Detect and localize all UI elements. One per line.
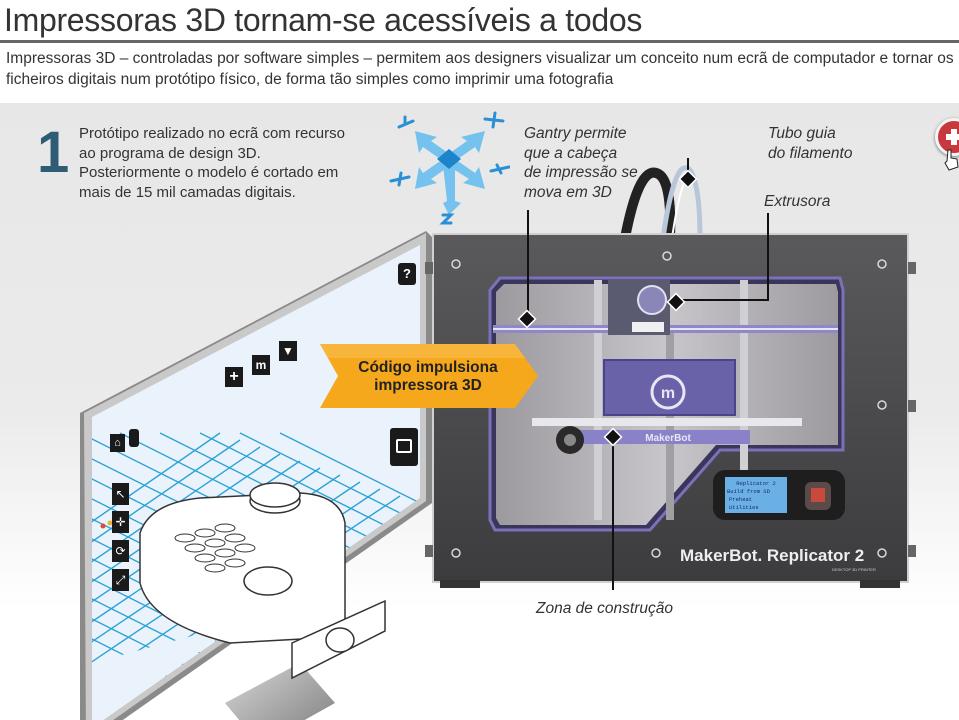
svg-text:m: m — [661, 385, 675, 402]
step-description: Protótipo realizado no ecrã com recurso … — [79, 125, 345, 201]
page-title: Impressoras 3D tornam-se acessíveis a to… — [4, 2, 643, 38]
svg-text:DESKTOP 3D PRINTER: DESKTOP 3D PRINTER — [832, 567, 876, 572]
toolbar-scale-icon[interactable]: ⤢ — [112, 569, 129, 591]
label-filament-tube: Tubo guia do filamento — [768, 125, 853, 162]
axes-3d-icon — [389, 111, 510, 225]
platform-label: MakerBot — [645, 433, 691, 444]
toolbar-help-icon[interactable]: ? — [398, 263, 416, 285]
label-build-zone: Zona de construção — [536, 600, 674, 617]
toolbar-move-icon[interactable]: ✛ — [112, 511, 129, 533]
toolbar-view-panel-icon[interactable] — [390, 428, 418, 466]
hand-cursor-icon — [944, 149, 959, 171]
brand-plate: MakerBot. Replicator 2 — [680, 546, 864, 565]
toolbar-makerbot-icon[interactable]: m — [252, 355, 270, 375]
printer-illustration: m MakerBot Replicator 2 Build from SD Pr… — [425, 158, 916, 590]
step-number: 1 — [37, 120, 70, 185]
title-divider — [0, 40, 959, 43]
label-extruder: Extrusora — [764, 193, 831, 210]
more-info-button[interactable] — [935, 118, 959, 156]
svg-text:Preheat: Preheat — [729, 496, 752, 503]
toolbar-add-icon[interactable]: + — [225, 367, 243, 387]
callout-text: Código impulsiona impressora 3D — [358, 359, 498, 394]
svg-text:Replicator 2: Replicator 2 — [736, 480, 776, 487]
toolbar-rotate-icon[interactable]: ⟳ — [112, 540, 129, 562]
toolbar-import-icon[interactable]: ▼ — [279, 341, 297, 361]
svg-text:Build from SD: Build from SD — [727, 488, 771, 495]
intro-text: Impressoras 3D – controladas por softwar… — [6, 50, 954, 88]
svg-text:Utilities: Utilities — [729, 504, 759, 511]
toolbar-home-icon[interactable]: ⌂ — [110, 434, 125, 452]
toolbar-view-icon[interactable] — [129, 429, 139, 447]
label-gantry: Gantry permite que a cabeça de impressão… — [524, 125, 638, 201]
infographic: 1 Protótipo realizado no ecrã com recurs… — [0, 103, 959, 720]
toolbar-select-icon[interactable]: ↖ — [112, 483, 129, 505]
monitor-illustration — [80, 231, 432, 720]
callout-arrow — [320, 344, 538, 408]
